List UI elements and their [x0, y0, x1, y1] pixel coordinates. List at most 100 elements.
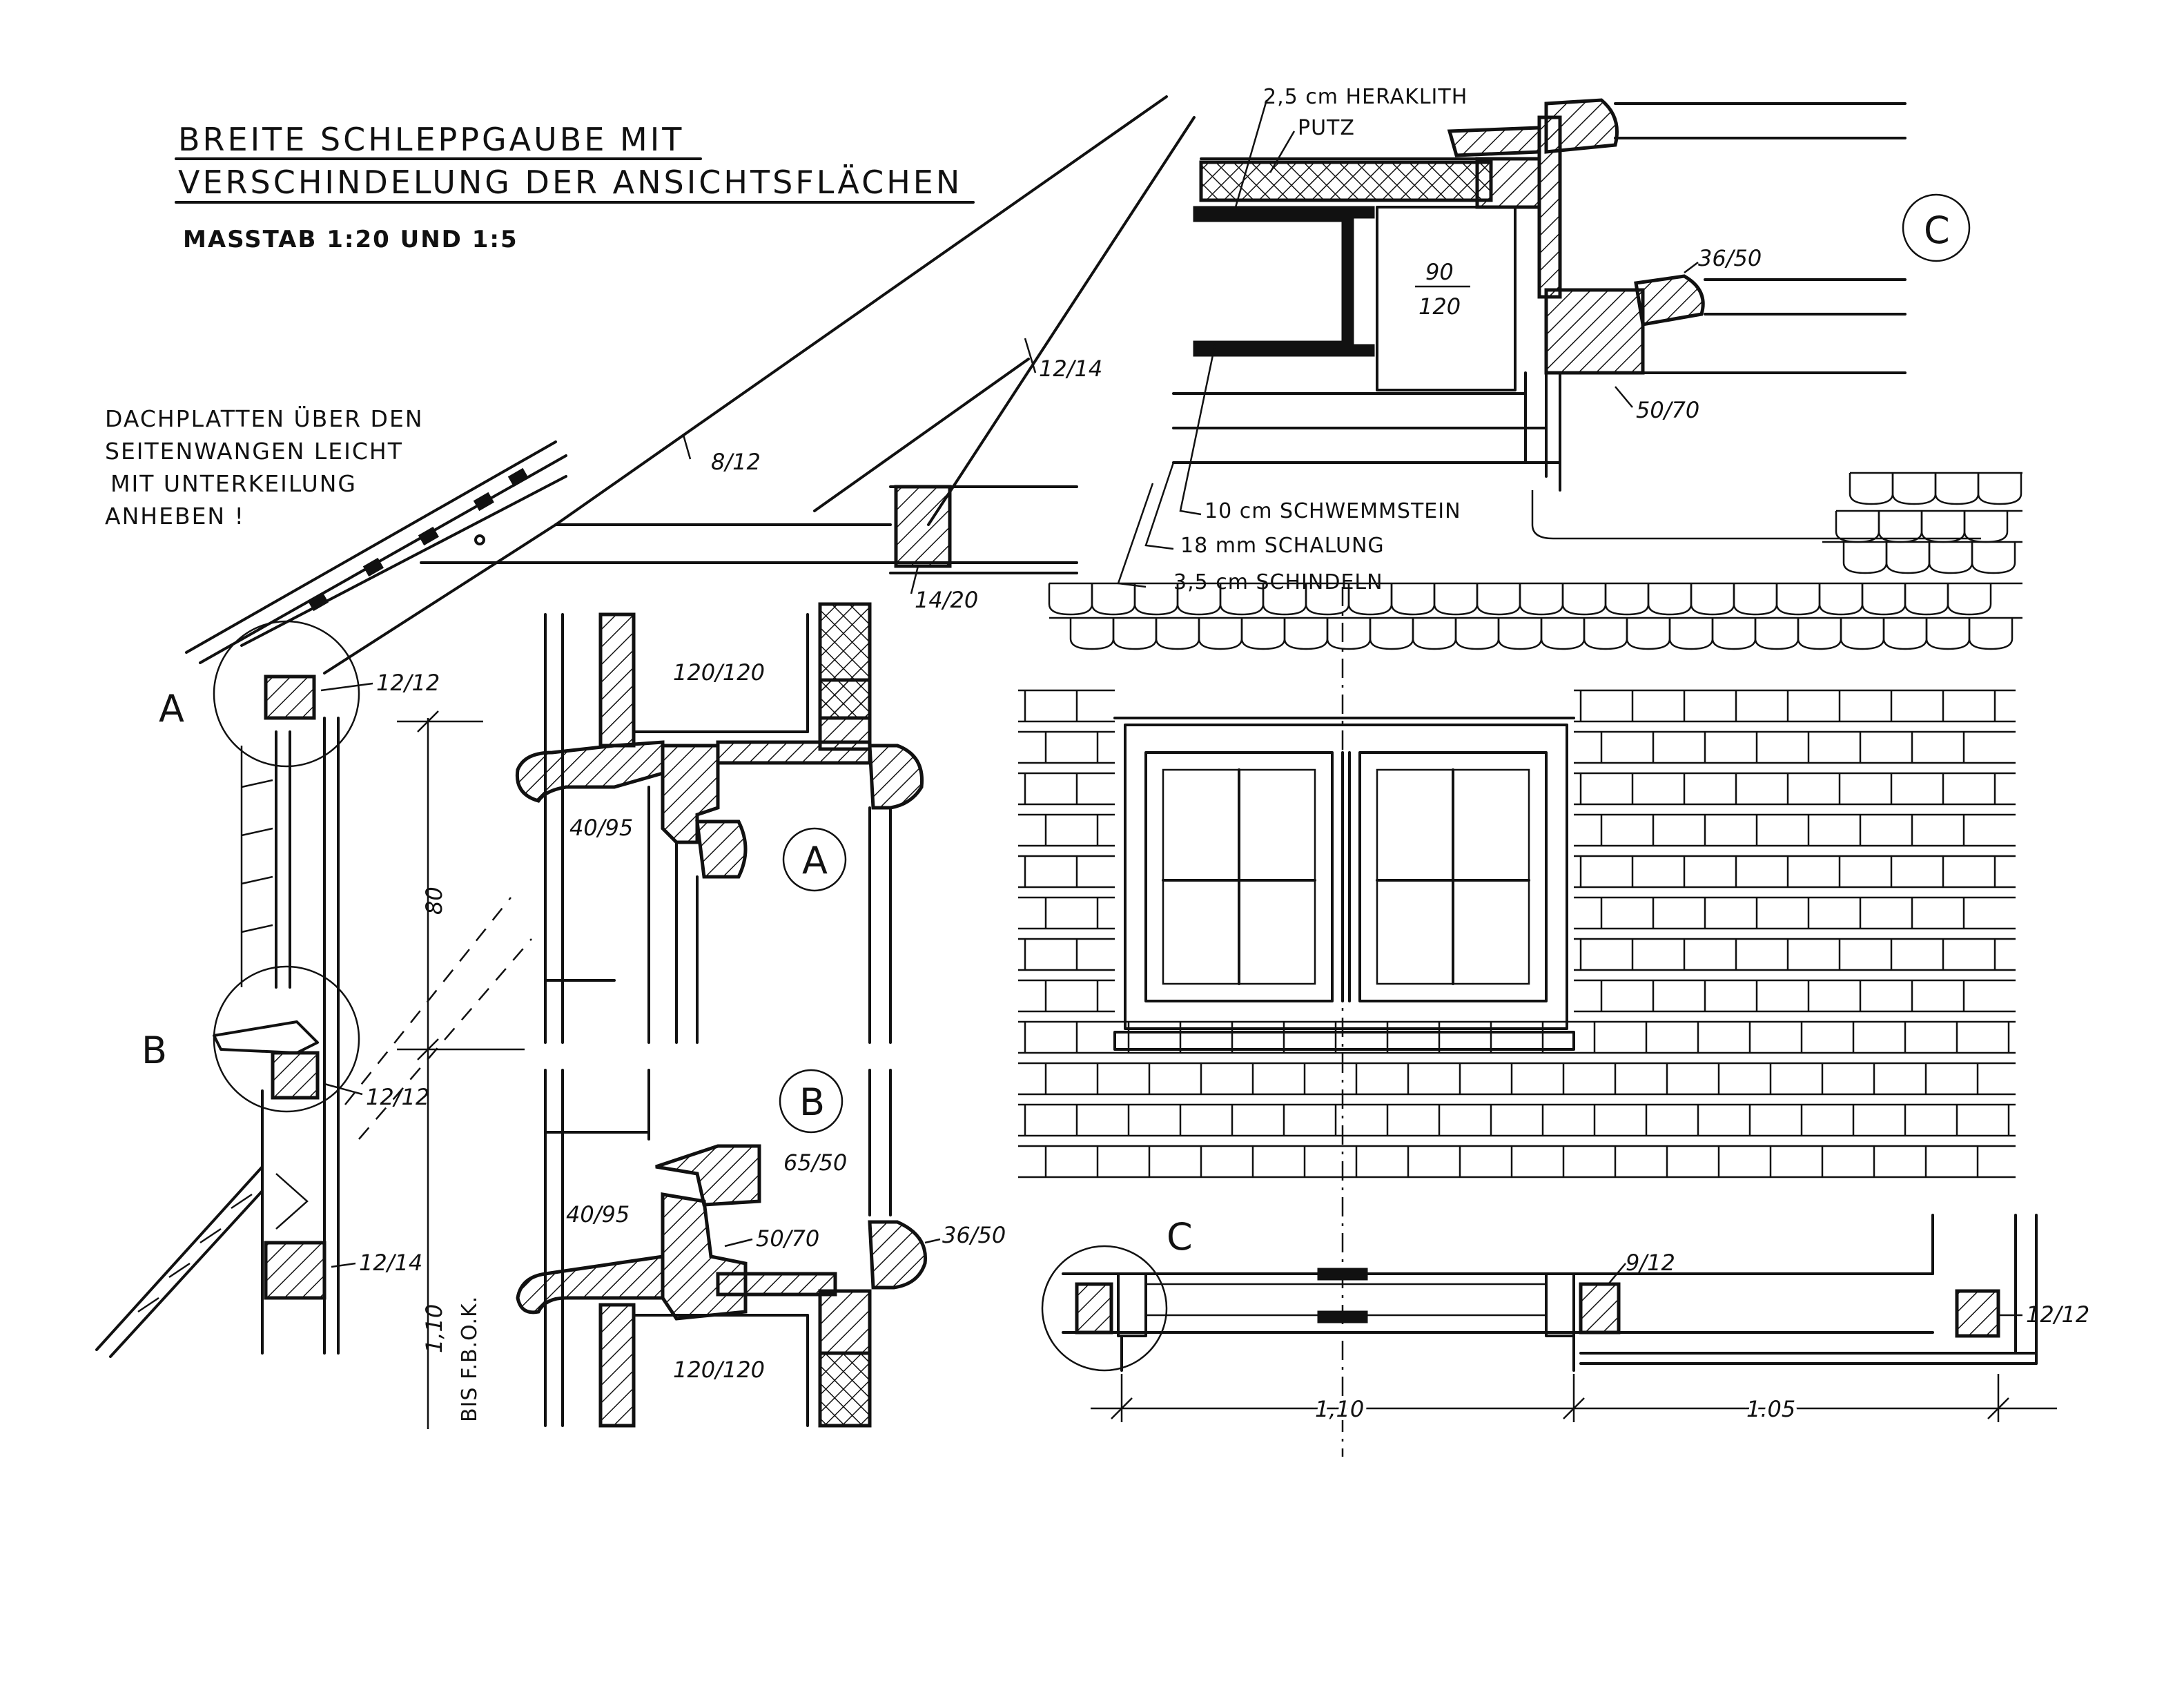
roof-tile	[1219, 583, 1265, 616]
wall-shingles	[1018, 689, 2016, 1178]
plan-dim-wall: 1.05	[1746, 1396, 1795, 1422]
roof-tile	[1775, 583, 1821, 616]
detail-c-sash	[1634, 274, 1705, 327]
roof-tile	[1885, 542, 1931, 574]
roof-tile	[1977, 473, 2022, 505]
detail-c-marker-circle	[1902, 193, 1971, 262]
detail-c-post-bottom: 120	[1418, 293, 1461, 320]
roof-tile	[1283, 618, 1329, 650]
roof-tile	[1433, 583, 1479, 616]
note-line-2: SEITENWANGEN LEICHT	[105, 438, 403, 465]
roof-tile	[1262, 583, 1307, 616]
roof-tile	[1305, 583, 1350, 616]
roof-tile	[1690, 583, 1735, 616]
detail-a-cornice	[515, 740, 665, 803]
roof-tile	[1454, 618, 1500, 650]
purlin-leader	[910, 565, 919, 594]
roof-tile	[1733, 583, 1778, 616]
roof-tile	[1861, 583, 1907, 616]
title-line-1: BREITE SCHLEPPGAUBE MIT	[178, 121, 684, 158]
detail-b-sash-mid-label: 50/70	[756, 1225, 819, 1252]
roof-tile	[1882, 618, 1928, 650]
detail-b-insulation	[818, 1351, 872, 1428]
detail-c: 90 120 2,5 cm HERAKLITH PUTZ 36/50 50/70…	[1117, 85, 1981, 594]
plan-corner-post	[1955, 1289, 2000, 1338]
title-line-2: VERSCHINDELUNG DER ANSICHTSFLÄCHEN	[178, 164, 962, 201]
roof-tile	[1326, 618, 1372, 650]
detail-b-sash-top	[655, 1144, 761, 1207]
roof-tile	[1626, 618, 1671, 650]
roof-tile	[1925, 618, 1971, 650]
roof-scallops	[1048, 472, 2022, 650]
detail-a-marker-circle	[782, 827, 847, 892]
roof-tile	[1369, 618, 1414, 650]
roof-tile	[1840, 618, 1885, 650]
roof-tile	[1968, 618, 2014, 650]
rafter-line-upper	[554, 95, 1168, 526]
purlin-label: 14/20	[915, 587, 978, 613]
roof-tile	[1934, 473, 1980, 505]
plan-mullion	[1579, 1282, 1621, 1335]
note-line-1: DACHPLATTEN ÜBER DEN	[105, 405, 424, 432]
roof-tile	[1818, 583, 1864, 616]
lower-beam-label: 12/14	[359, 1250, 422, 1276]
roof-tile	[1754, 618, 1800, 650]
detail-a: 120/120 40/95 A	[515, 602, 924, 1044]
detail-c-plaster	[1193, 206, 1375, 357]
roof-tile	[1835, 511, 1880, 543]
roof-tiles-lower	[95, 1165, 264, 1358]
rafter-brace	[813, 358, 1030, 512]
height-parapet-label: 1,10	[421, 1304, 447, 1353]
detail-b: 65/50 50/70 40/95 36/50 120/120 B	[516, 1069, 1006, 1428]
roof-tile	[1133, 583, 1179, 616]
detail-c-frame	[1544, 288, 1645, 375]
detail-b-sill	[516, 1254, 665, 1314]
window-sash-right	[1358, 751, 1548, 1002]
detail-circle-a	[213, 620, 360, 768]
roof-tile	[1849, 473, 1894, 505]
lintel-beam-label: 12/12	[376, 670, 440, 696]
lower-beam	[264, 1241, 326, 1300]
roof-tile	[1904, 583, 1949, 616]
roof-tile	[1668, 618, 1714, 650]
title-block: BREITE SCHLEPPGAUBE MIT VERSCHINDELUNG D…	[175, 121, 975, 253]
plan-marker-c: C	[1167, 1215, 1193, 1259]
roof-tile	[1091, 583, 1136, 616]
detail-c-sash-label: 36/50	[1698, 245, 1762, 271]
roof-tile	[1048, 583, 1093, 616]
roof-tile	[1842, 542, 1888, 574]
rafter-line-lower	[927, 116, 1196, 526]
roof-tile	[1540, 618, 1586, 650]
window-opening	[1124, 724, 1568, 1030]
detail-c-schwemmstein-label: 10 cm SCHWEMMSTEIN	[1205, 499, 1461, 523]
detail-circle-b	[213, 965, 360, 1113]
roof-tile	[1583, 618, 1628, 650]
plan-dim-window: 1,10	[1315, 1396, 1364, 1422]
detail-b-sash-outer-label: 36/50	[942, 1222, 1006, 1248]
scale-label: MASSTAB 1:20 UND 1:5	[183, 226, 518, 253]
sill-profile	[213, 1020, 319, 1054]
dormer-plan: C 9/12 12/12 1,10 1.05	[1041, 1214, 2089, 1426]
roof-tile	[1561, 583, 1607, 616]
detail-c-post	[1376, 206, 1517, 391]
detail-c-post-top: 90	[1425, 259, 1454, 285]
plan-mullion-label: 9/12	[1626, 1250, 1675, 1276]
roof-tile	[1155, 618, 1200, 650]
roof-tile	[1971, 542, 2016, 574]
window-sill	[1113, 1031, 1575, 1051]
roof-note: DACHPLATTEN ÜBER DEN SEITENWANGEN LEICHT…	[105, 405, 424, 530]
roof-tile	[1797, 618, 1842, 650]
roof-tile	[1198, 618, 1243, 650]
roof-tile	[1878, 511, 1923, 543]
purlin-beam	[894, 485, 952, 568]
rafter-mark-upper	[1024, 338, 1037, 374]
roof-tile	[1647, 583, 1693, 616]
roof-tile	[1069, 618, 1115, 650]
roof-tile	[1947, 583, 1992, 616]
detail-a-marker: A	[802, 839, 828, 882]
roof-tile	[1476, 583, 1521, 616]
rafter-upper-label: 12/14	[1039, 356, 1102, 382]
roof-tiles-upper	[185, 440, 567, 675]
plan-detail-circle-c	[1041, 1245, 1168, 1372]
detail-c-putz-label: PUTZ	[1298, 116, 1355, 140]
